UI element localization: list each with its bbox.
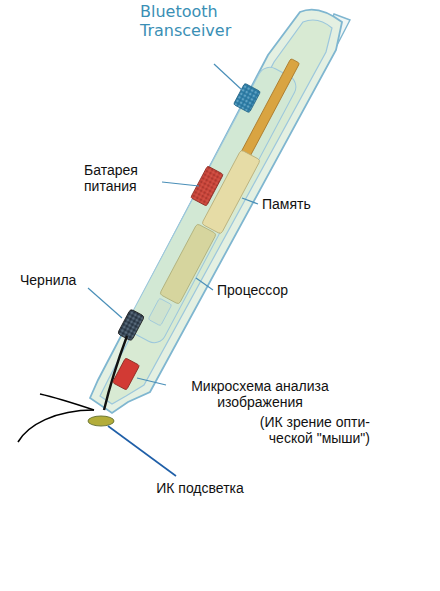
leader-line [108,426,176,476]
part-label: Батарея питания [84,162,162,194]
leader-line [242,198,258,204]
leader-line [196,278,213,290]
part-label: Процессор [217,282,317,298]
paper-line [40,394,94,410]
pen-body [90,10,342,413]
part-label: Чернила [20,272,100,288]
leader-line [137,378,166,385]
part-label: Память [262,196,342,212]
connector-block [148,298,172,326]
memory-block [202,150,261,234]
leader-line [214,64,242,90]
part-note: (ИК зрение опти- ческой "мыши") [240,414,370,446]
leader-line [88,288,122,318]
bluetooth-chip [233,83,260,113]
part-label: Bluetooth Transceiver [140,2,250,40]
part-label: Микросхема анализа изображения [170,378,350,410]
paper-line [18,410,94,442]
part-label: ИК подсветка [150,480,250,496]
ir-lens [88,416,114,426]
ink-cartridge [117,309,144,341]
sensor-chip [112,358,139,390]
leader-line [162,182,199,186]
antenna-bar [236,58,299,165]
processor-block [160,224,217,305]
